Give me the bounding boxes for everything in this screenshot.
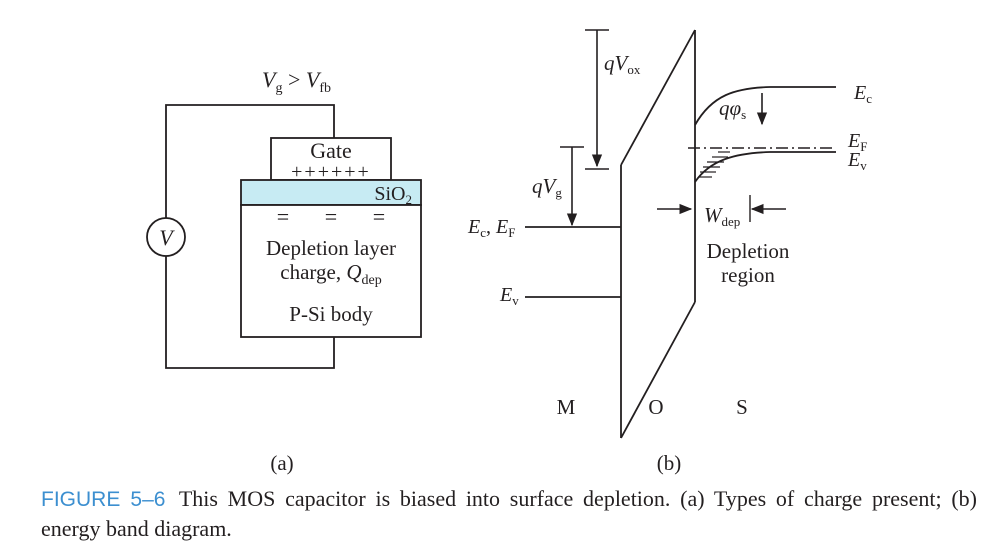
metal-ev-label: Ev	[499, 284, 519, 308]
qvg-label: qVg	[532, 174, 562, 200]
gate-electrode	[270, 137, 392, 181]
region-label-semiconductor: S	[736, 395, 748, 419]
valence-band-edge	[694, 151, 836, 183]
ev-label: Ev	[847, 149, 867, 173]
figure-number: FIGURE 5–6	[41, 488, 166, 511]
depletion-charge-hatch	[698, 151, 730, 178]
panel-b-label: (b)	[657, 451, 682, 475]
voltmeter-symbol: V	[146, 217, 186, 257]
circuit-wire	[165, 104, 335, 369]
region-label-oxide: O	[648, 395, 663, 419]
depletion-mark: =	[325, 204, 337, 229]
figure-caption: FIGURE 5–6 This MOS capacitor is biased …	[41, 484, 977, 542]
caption-text: This MOS capacitor is biased into surfac…	[41, 486, 977, 541]
qvox-indicator	[585, 29, 609, 170]
depletion-mark: =	[373, 204, 385, 229]
panel-a-label: (a)	[270, 451, 293, 475]
qvox-label: qVox	[604, 51, 641, 77]
region-label-metal: M	[557, 395, 576, 419]
depletion-region-label-line1: Depletion	[707, 239, 790, 263]
ec-label: Ec	[853, 82, 872, 106]
oxide-band-outline	[620, 29, 696, 439]
conduction-band-edge	[694, 86, 836, 126]
depletion-region-label-line2: region	[721, 263, 775, 287]
ef-label: EF	[847, 130, 867, 154]
depletion-charge-label-line2: charge, Qdep	[280, 260, 381, 288]
mos-capacitor-figure: Vg > Vfb V Gate ++++++ SiO2 = = = Deplet…	[146, 29, 872, 475]
bias-condition-label: Vg > Vfb	[262, 67, 331, 96]
depletion-mark: =	[277, 204, 289, 229]
silicon-body	[240, 204, 422, 338]
oxide-layer	[240, 179, 422, 206]
metal-ec-ef-label: Ec, EF	[467, 216, 515, 240]
surface-potential-label: qφs	[719, 96, 746, 122]
wdep-label: Wdep	[704, 203, 740, 229]
panel-b: Ec, EF Ev qVg qVox	[467, 29, 872, 475]
panel-a: Vg > Vfb V Gate ++++++ SiO2 = = = Deplet…	[146, 67, 422, 475]
gate-label: Gate	[310, 138, 352, 163]
voltmeter-label: V	[159, 225, 175, 250]
qvg-indicator	[560, 146, 584, 227]
gate-positive-charge: ++++++	[291, 161, 371, 183]
body-label: P-Si body	[289, 302, 373, 326]
oxide-label: SiO2	[374, 183, 412, 207]
depletion-charge-label-line1: Depletion layer	[266, 236, 396, 260]
